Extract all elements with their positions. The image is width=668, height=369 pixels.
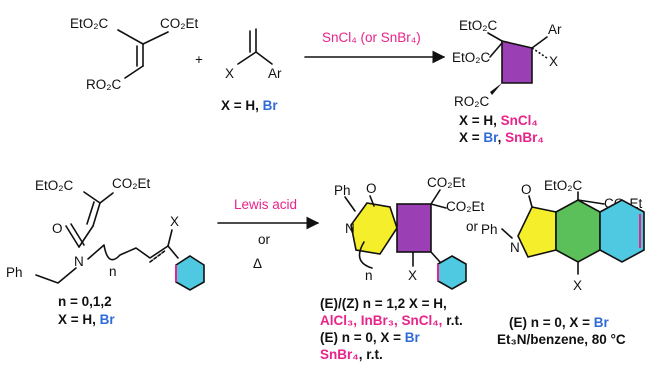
r2-double-bond-a <box>92 202 101 227</box>
r1-prod-ester-bond-top <box>487 32 503 42</box>
p2-carbonyl-bond <box>528 195 533 208</box>
p1-n-subscript: n <box>365 268 373 283</box>
p1-o-atom: O <box>366 181 377 196</box>
r1-prod-x: X <box>549 54 558 69</box>
reaction2-product-tricyclic: EtO₂C CO₂Et O Ph N X (E) n = 0, X = Br E… <box>481 178 645 347</box>
p1-x-label: X <box>408 268 417 283</box>
reaction2-arrow: Lewis acid or Δ <box>217 197 320 271</box>
p2-benzyl-bond <box>501 228 513 239</box>
r2-n-atom: N <box>74 254 84 269</box>
p1-cyclobutane-ring <box>396 203 432 253</box>
r1-plus: + <box>195 52 203 67</box>
p1-carbonyl-bond <box>369 195 375 207</box>
r2-double-bond-b <box>86 201 95 225</box>
r2-n-definition: n = 0,1,2 <box>58 294 112 309</box>
p1-ph-label: Ph <box>334 183 351 198</box>
r1-condition-sncl4: X = H, SnCl₄ <box>459 113 538 128</box>
r2-ph-label: Ph <box>6 265 23 280</box>
r1-prod-ester-bond-mid <box>489 42 503 58</box>
r1-ester-bond <box>124 65 144 79</box>
p1-phenyl-ring <box>437 255 467 290</box>
p2-lactam-ring <box>517 206 557 258</box>
p1-or-label: or <box>466 219 479 234</box>
reaction1-product: Ar X EtO₂C EtO₂C RO₂C X = H, SnCl₄ X = B… <box>452 18 562 145</box>
r2-alkene-second-bond <box>149 249 167 263</box>
reaction1-arrow: SnCl₄ (or SnBr₄) <box>304 30 446 64</box>
p2-condition-line1: (E) n = 0, X = Br <box>509 315 610 330</box>
p2-eto2c-label: EtO₂C <box>544 178 582 193</box>
r1-prod-ro2c: RO₂C <box>454 94 489 109</box>
r1-reagent-label: SnCl₄ (or SnBr₄) <box>322 30 421 45</box>
p1-aryl-bond <box>430 251 441 263</box>
p2-cyclohexene-ring <box>555 199 601 263</box>
reaction2-substrate: EtO₂C CO₂Et O N Ph n X n = 0,1,2 X = H, … <box>6 176 205 327</box>
r1-ar-bond <box>531 36 548 49</box>
r1-ro2c-label: RO₂C <box>86 77 121 92</box>
r1-eto2c-label: EtO₂C <box>70 16 108 31</box>
reaction1-alkylidene-malonate: EtO₂C CO₂Et RO₂C <box>70 16 198 92</box>
r2-or-label: or <box>258 232 271 247</box>
p1-lactam-ring <box>350 202 398 255</box>
r1-prod-eto2c-mid: EtO₂C <box>452 50 490 65</box>
r2-delta-label: Δ <box>253 256 262 271</box>
r2-x-definition: X = H, Br <box>58 312 115 327</box>
p1-benzyl-bond <box>344 196 356 212</box>
p2-condition-line2: Et₃N/benzene, 80 °C <box>497 332 626 347</box>
r2-n-subscript: n <box>109 264 117 279</box>
p1-condition-line2: AlCl₃, InBr₃, SnCl₄, r.t. <box>320 313 463 328</box>
r2-lewis-acid-label: Lewis acid <box>234 197 297 212</box>
p1-co2et-right: CO₂Et <box>446 199 484 214</box>
r1-diester-bonds <box>117 29 169 45</box>
r2-tether-chain <box>87 244 169 261</box>
p2-o-atom: O <box>521 182 532 197</box>
r1-ar-label: Ar <box>268 66 282 81</box>
p1-n-atom: N <box>345 221 355 236</box>
p2-ph-label: Ph <box>481 222 498 237</box>
r1-x-hashed-bond <box>531 47 548 59</box>
r2-diester-bonds <box>83 191 114 204</box>
reaction2-product-cyclobutane: Ph O N n CO₂Et CO₂Et or X (E)/(Z) n = 1,… <box>320 175 484 362</box>
reaction1-vinyl-arene: X Ar X = H, Br <box>221 28 282 113</box>
r2-phenyl-ring <box>175 255 205 291</box>
r1-prod-ar: Ar <box>548 22 562 37</box>
r1-condition-snbr4: X = Br, SnBr₄ <box>459 130 544 145</box>
r1-x-label: X <box>225 66 234 81</box>
r2-carbonyl-a <box>65 225 80 248</box>
r1-cyclobutane-ring <box>501 39 533 84</box>
r2-eto2c-label: EtO₂C <box>35 178 73 193</box>
r1-x-definition: X = H, Br <box>221 98 278 113</box>
r2-aryl-bond <box>167 245 179 259</box>
r1-co2et-label: CO₂Et <box>160 16 198 31</box>
p2-n-atom: N <box>510 240 520 255</box>
r1-prod-eto2c-top: EtO₂C <box>459 18 497 33</box>
r2-x-label: X <box>170 214 179 229</box>
r1-prod-wedge-bond <box>490 83 502 95</box>
r2-benzyl-bonds <box>35 267 77 284</box>
p1-co2et-top: CO₂Et <box>427 175 465 190</box>
p2-x-label: X <box>573 278 582 293</box>
r1-vinyl-bonds <box>237 51 273 65</box>
p1-tether-bracket <box>358 241 373 269</box>
r2-amide-bond <box>78 225 94 248</box>
p2-benzene-ring <box>599 199 645 263</box>
r2-co2et-label: CO₂Et <box>112 176 150 191</box>
r2-x-bond <box>167 229 173 247</box>
p1-condition-line1: (E)/(Z) n = 1,2 X = H, <box>320 296 447 311</box>
r2-o-atom: O <box>52 221 63 236</box>
p1-ester-bond-right <box>430 203 447 209</box>
p1-condition-line3: (E) n = 0, X = Br <box>320 330 421 345</box>
r2-carbonyl-b <box>70 223 85 246</box>
p1-condition-line4: SnBr₄, r.t. <box>320 347 383 362</box>
p1-ester-bond-top <box>430 189 441 205</box>
p2-ester-bond-b <box>577 199 605 205</box>
